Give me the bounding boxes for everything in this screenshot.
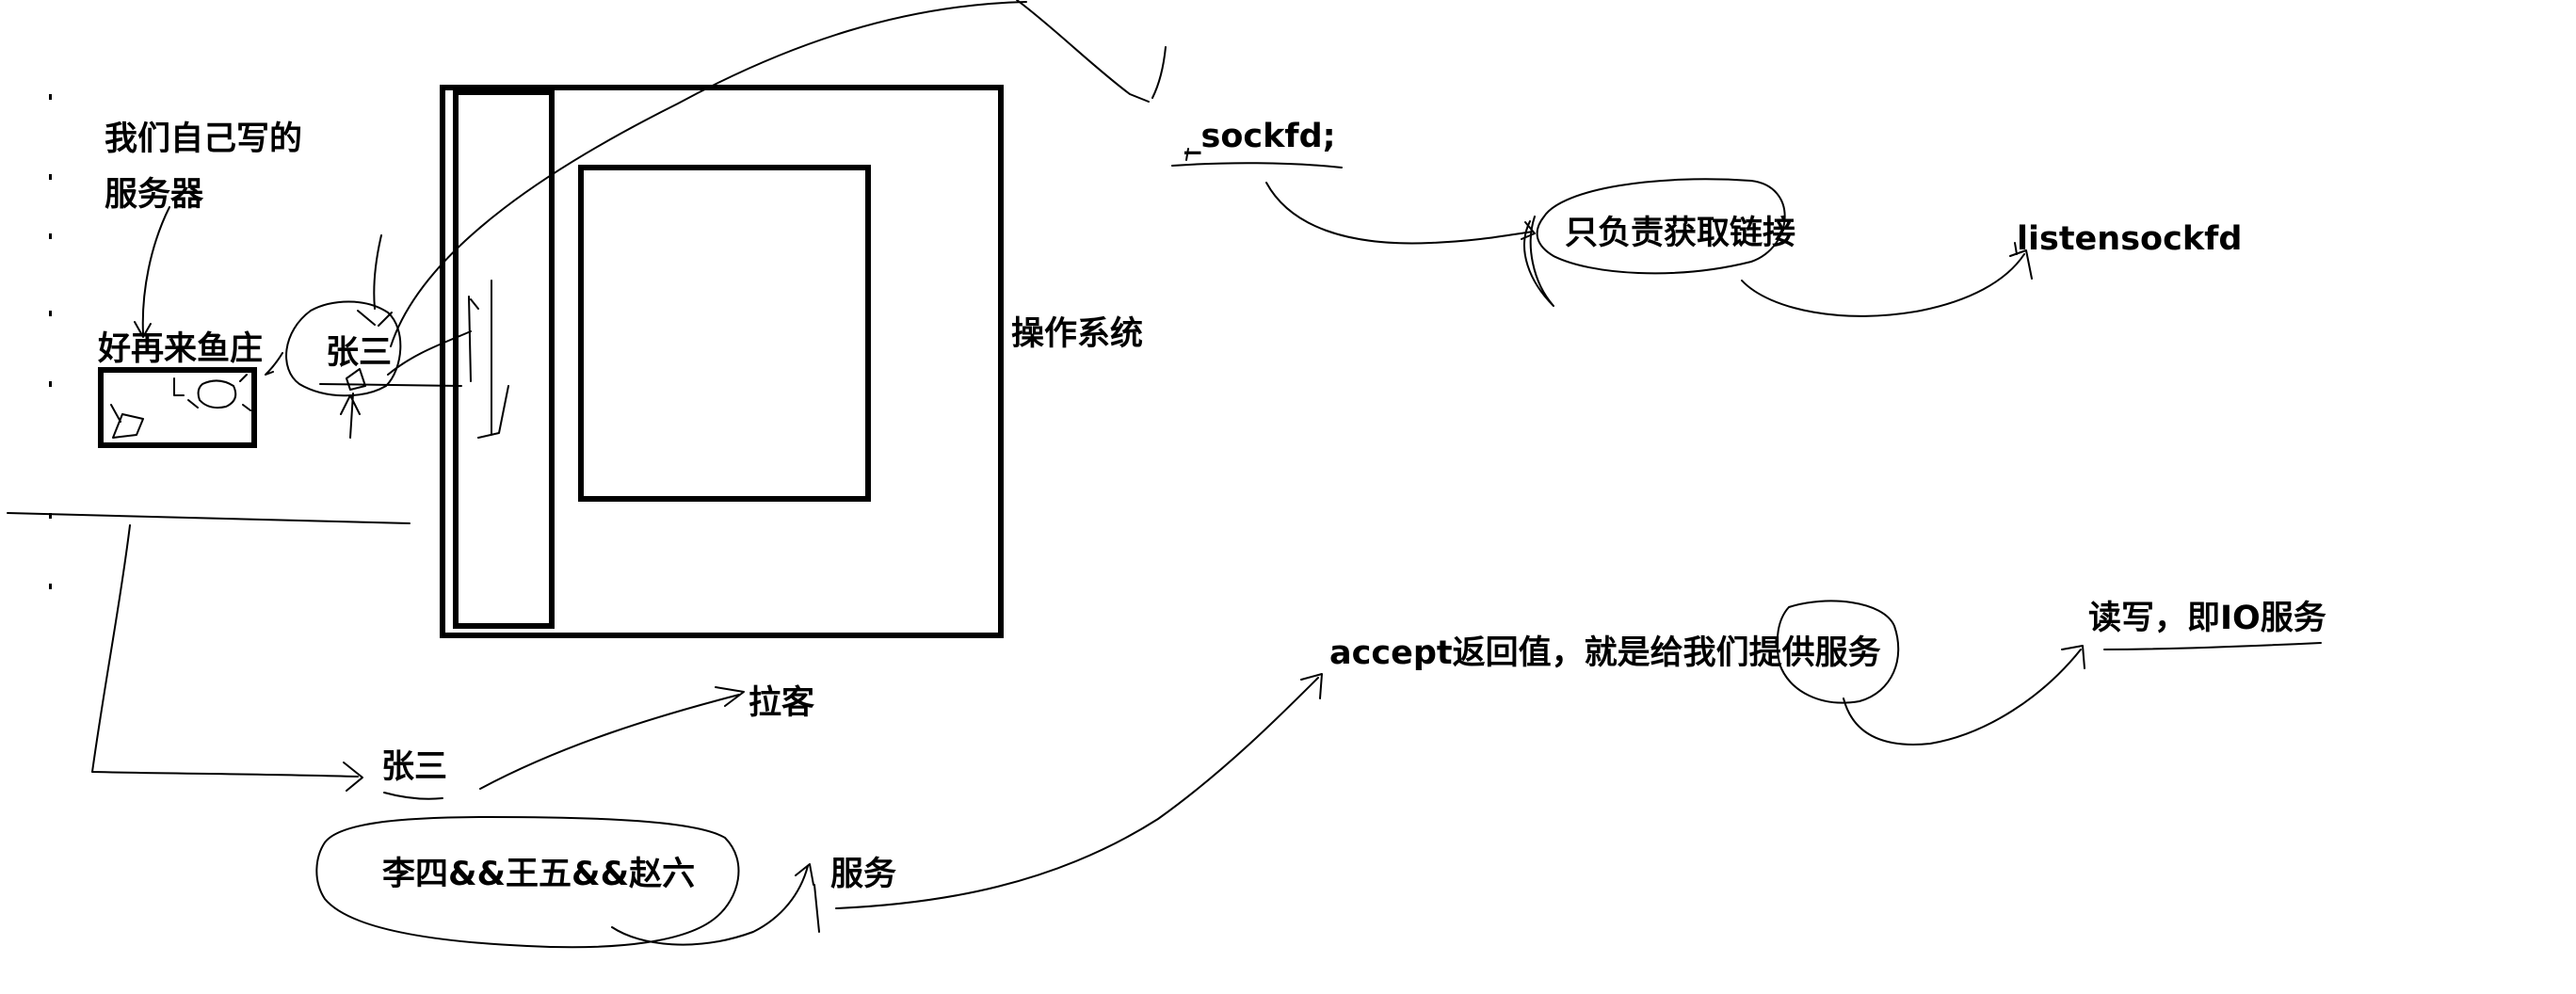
label-restaurant: 好再来鱼庄 [98,329,263,369]
readwrite-underline [2104,643,2321,649]
curve-to-sockfd-tail [1017,0,1166,102]
margin-tick [49,94,52,100]
label-os: 操作系统 [1011,314,1143,354]
door-arrows [469,281,508,438]
restaurant-link-hook [266,353,282,375]
margin-tick [49,381,52,387]
accept-only-ellipse-tail [1524,216,1554,306]
label-zhangsan-top: 张三 [326,333,392,373]
margin-tick [49,311,52,316]
sockfd-to-accept-arrow [1266,183,1535,243]
label-zhangsan-bottom: 张三 [381,747,447,787]
label-listensockfd: listensockfd [2017,219,2242,259]
to-zhangsan-bottom-arrow [92,525,362,791]
label-accept-return: accept返回值，就是给我们提供服务 [1329,633,1881,673]
margin-tick [49,233,52,239]
label-lisi-group: 李四&&王五&&赵六 [382,855,695,894]
label-accept-only: 只负责获取链接 [1565,214,1795,253]
server-to-restaurant-arrow [143,207,169,334]
restaurant-sketch-detail [174,375,250,410]
sockfd-underline [1172,163,1342,168]
label-service: 服务 [830,855,896,894]
restaurant-box [101,370,254,445]
label-read-write: 读写，即IO服务 [2088,599,2326,638]
restaurant-sketch [111,405,143,438]
label-lake: 拉客 [749,683,814,723]
label-sockfd: _sockfd; [1184,117,1336,156]
zhangsan-bottom-underline [384,793,443,799]
label-our-server-line1: 我们自己写的 [105,120,302,159]
curve-to-sockfd [391,2,1026,346]
accept-to-listensockfd-arrow [1742,250,2032,316]
service-to-accept-arrow [836,674,1322,908]
zhangsan-figure [341,369,365,438]
service-tick [814,885,819,932]
margin-tick [49,584,52,589]
os-inner-box [581,168,868,499]
label-our-server-line2: 服务器 [105,175,203,215]
zhangsan-to-lake-arrow [480,687,744,789]
margin-tick [49,174,52,180]
divider-line [8,513,410,523]
